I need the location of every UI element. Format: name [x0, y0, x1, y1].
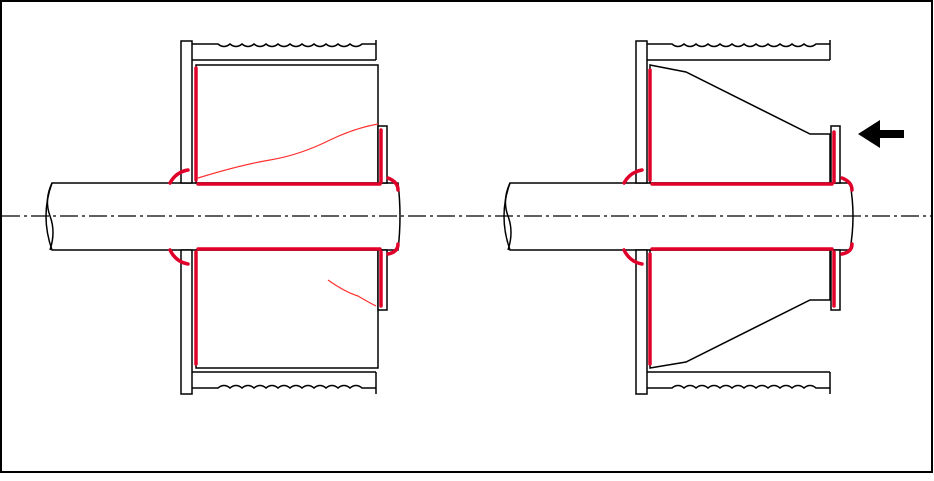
left-upper-flange — [180, 40, 193, 184]
left-upper-threads — [192, 43, 376, 48]
left-highlights — [168, 66, 400, 366]
right-lower-flange — [635, 249, 648, 395]
left-crack-lines — [197, 123, 379, 307]
right-upper-flange — [635, 40, 648, 184]
right-highlights — [622, 68, 854, 366]
left-lower-threads — [192, 384, 376, 389]
right-upper-threads — [647, 43, 830, 48]
left-lower-crack — [327, 279, 377, 307]
right-lower-cone — [649, 249, 831, 369]
left-upper-crack — [197, 123, 379, 179]
left-lower-flange — [180, 249, 193, 395]
right-lower-threads — [647, 384, 830, 389]
left-shaft-break — [46, 182, 54, 251]
right-upper-cone — [649, 64, 831, 184]
press-arrow-icon — [858, 120, 904, 148]
